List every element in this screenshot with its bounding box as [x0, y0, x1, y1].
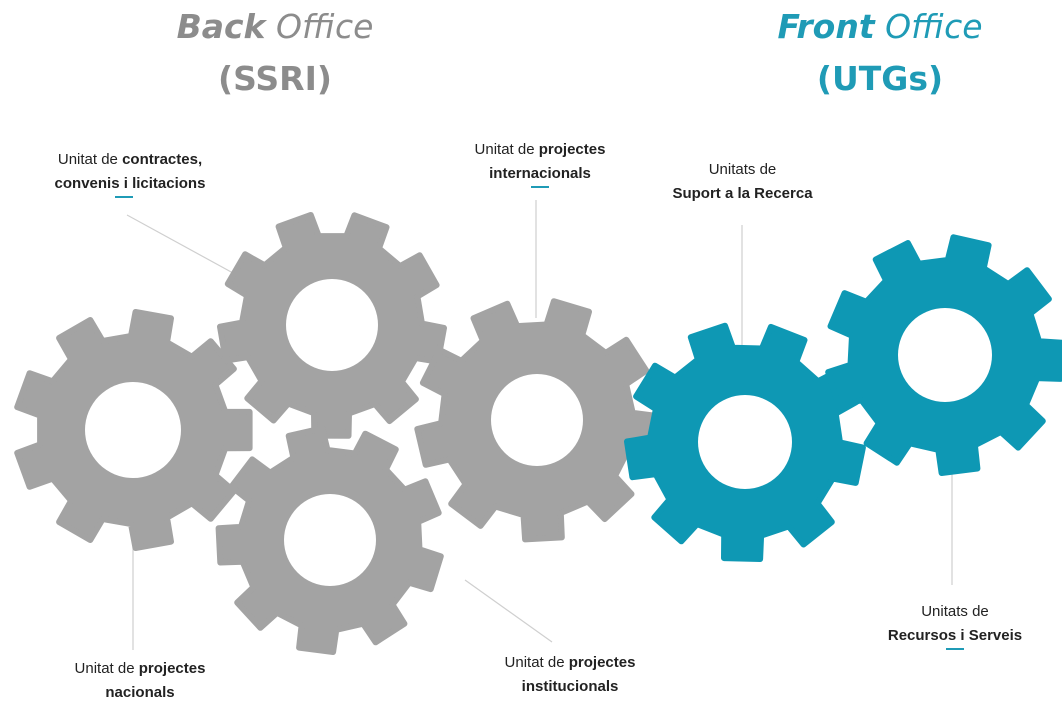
label-internacionals: Unitat de projectes internacionals	[445, 138, 635, 188]
gear-suport-hole	[698, 395, 792, 489]
label-nacionals-bold1: projectes	[138, 660, 206, 677]
gear-internacionals	[414, 298, 660, 543]
gear-internacionals-hole	[491, 374, 583, 466]
label-recursos-bold: Recursos i Serveis	[887, 627, 1023, 644]
back-office-heading: Back Office (SSRI)	[160, 8, 390, 98]
back-office-light: Office	[276, 7, 374, 46]
back-office-bold: Back	[176, 7, 266, 46]
back-office-sub: (SSRI)	[218, 58, 332, 98]
label-recursos-plain: Unitats de	[921, 603, 989, 620]
label-institucionals-plain: Unitat de	[504, 654, 569, 671]
label-institucionals-bold2: institucionals	[521, 678, 619, 695]
gear-nacionals	[14, 309, 253, 551]
label-contractes-underline	[115, 196, 133, 198]
label-nacionals: Unitat de projectes nacionals	[45, 657, 235, 705]
label-institucionals: Unitat de projectes institucionals	[475, 651, 665, 699]
label-contractes-plain: Unitat de	[57, 151, 123, 168]
gear-nacionals-hole	[85, 382, 181, 478]
connector-institucionals	[464, 579, 553, 643]
label-suport-bold: Suport a la Recerca	[672, 185, 813, 202]
label-contractes-bold2: convenis i licitacions	[54, 175, 206, 192]
gear-recursos-hole	[898, 308, 992, 402]
label-recursos: Unitats de Recursos i Serveis	[860, 600, 1050, 650]
front-office-light: Office	[885, 7, 983, 46]
front-office-bold: Front	[777, 7, 875, 46]
label-nacionals-plain: Unitat de	[74, 660, 139, 677]
front-office-heading: Front Office (UTGs)	[765, 8, 995, 98]
label-institucionals-bold1: projectes	[568, 654, 636, 671]
connector-contractes	[126, 214, 234, 274]
label-suport: Unitats de Suport a la Recerca	[650, 158, 835, 206]
label-recursos-underline	[946, 648, 964, 650]
gear-recursos	[825, 234, 1062, 476]
label-contractes: Unitat de contractes, convenis i licitac…	[35, 148, 225, 198]
label-internacionals-bold2: internacionals	[489, 165, 591, 182]
label-nacionals-bold2: nacionals	[105, 684, 175, 701]
label-internacionals-bold1: projectes	[538, 141, 606, 158]
label-suport-plain: Unitats de	[708, 161, 777, 178]
gear-contractes	[217, 212, 447, 439]
front-office-sub: (UTGs)	[816, 58, 944, 98]
label-contractes-bold1: contractes,	[122, 151, 203, 168]
label-internacionals-plain: Unitat de	[474, 141, 539, 158]
gear-institucionals-hole	[284, 494, 376, 586]
gear-suport	[624, 322, 866, 562]
gear-contractes-hole	[286, 279, 378, 371]
gear-institucionals	[215, 425, 444, 655]
label-internacionals-underline	[531, 186, 549, 188]
